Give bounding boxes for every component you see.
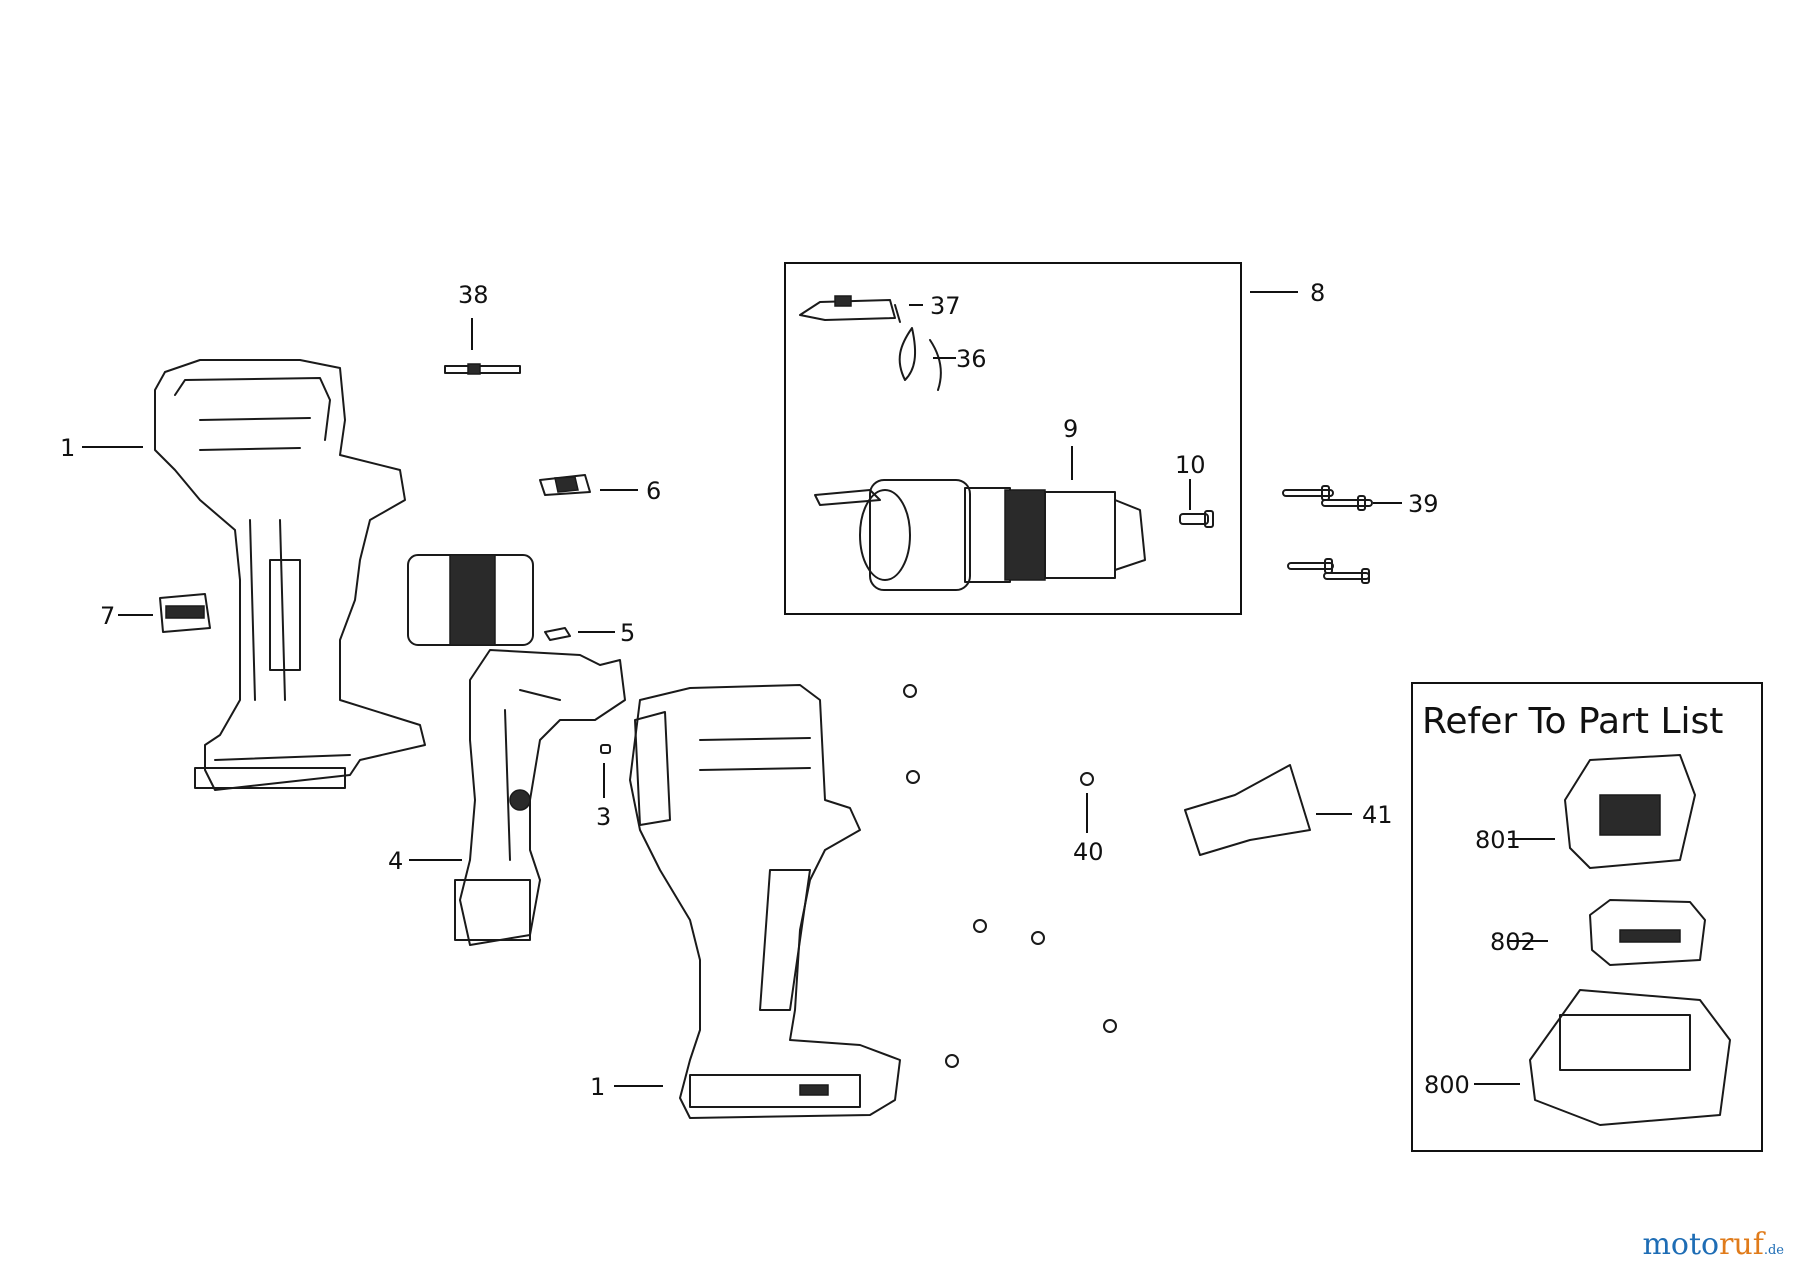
label-charger-800: 800	[1424, 1071, 1470, 1099]
spring-36-drawing	[898, 327, 942, 391]
watermark-brand-a: moto	[1642, 1227, 1720, 1262]
housing-right-drawing	[629, 684, 901, 1119]
label-part-6: 6	[646, 477, 661, 505]
battery-802-drawing	[1589, 899, 1706, 966]
label-battery-801: 801	[1475, 826, 1521, 854]
label-slider-37: 37	[930, 292, 961, 320]
part-5-drawing	[544, 627, 571, 641]
label-screw-10: 10	[1175, 451, 1206, 479]
label-battery-802: 802	[1490, 928, 1536, 956]
label-pin-3: 3	[596, 803, 611, 831]
label-slider-38: 38	[458, 281, 489, 309]
gearbox-assembly-box	[784, 262, 1242, 615]
label-gearbox-9: 9	[1063, 415, 1078, 443]
watermark-logo: motoruf.de	[1642, 1227, 1784, 1262]
screws-39-drawing	[1282, 485, 1373, 584]
label-housing-left: 1	[60, 434, 75, 462]
gearbox-9-drawing	[814, 479, 1146, 591]
badge-7-drawing	[159, 593, 211, 633]
label-gearbox-assembly-8: 8	[1310, 279, 1325, 307]
label-housing-right: 1	[590, 1073, 605, 1101]
label-badge-7: 7	[100, 602, 115, 630]
motor-harness-drawing	[407, 554, 626, 946]
screw-10-drawing	[1179, 510, 1214, 528]
label-screws-39: 39	[1408, 490, 1439, 518]
leader-lines	[82, 291, 1555, 1087]
label-41-drawing	[1184, 764, 1311, 856]
watermark-tld: .de	[1763, 1243, 1784, 1258]
label-part-5: 5	[620, 619, 635, 647]
label-screws-40: 40	[1073, 838, 1104, 866]
label-label-41: 41	[1362, 801, 1393, 829]
refer-box-title: Refer To Part List	[1422, 701, 1723, 742]
slider-37-drawing	[799, 295, 901, 323]
watermark-brand-b: ruf	[1719, 1227, 1764, 1262]
housing-left-drawing	[154, 359, 426, 791]
label-spring-36: 36	[956, 345, 987, 373]
battery-801-drawing	[1564, 754, 1696, 869]
pin-3-drawing	[600, 744, 611, 754]
label-switch-harness-4: 4	[388, 847, 403, 875]
part-6-drawing	[539, 474, 591, 496]
charger-800-drawing	[1529, 989, 1731, 1126]
slider-38-drawing	[444, 363, 521, 375]
refer-box-frame	[1411, 682, 1763, 1152]
screws-40-drawing	[903, 684, 1117, 1068]
